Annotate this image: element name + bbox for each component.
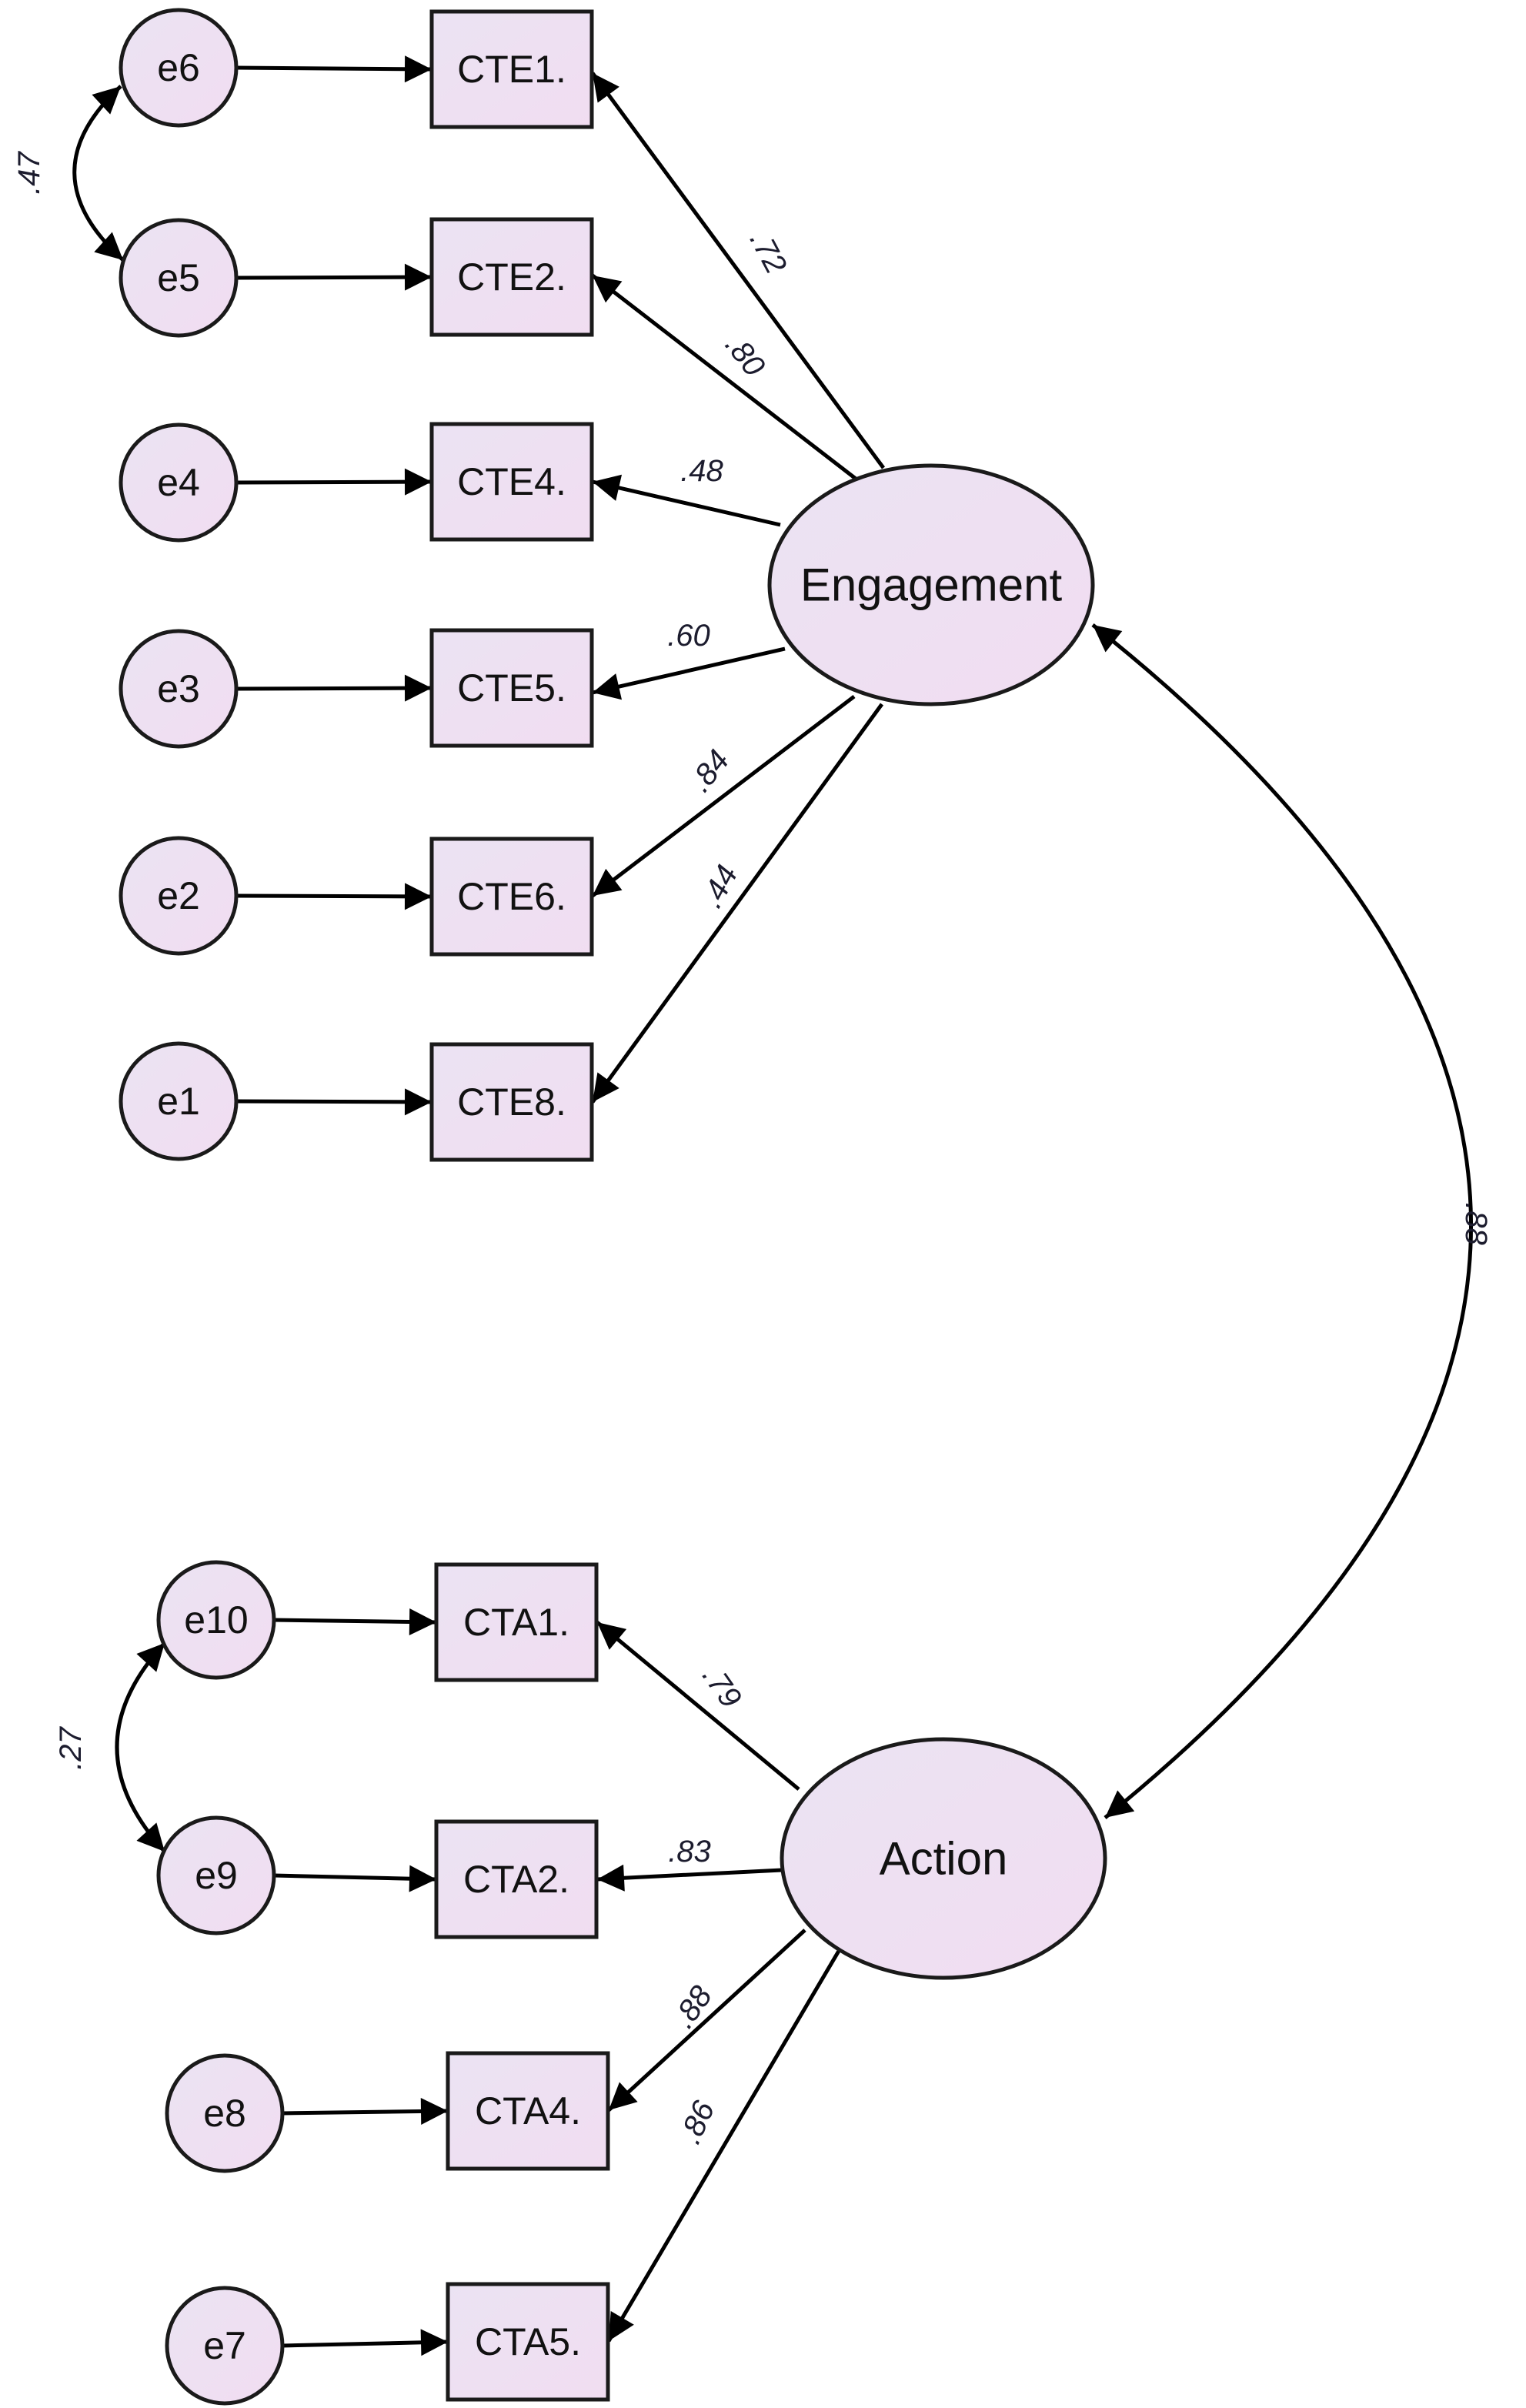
error-label-e7: e7 bbox=[203, 2324, 246, 2367]
loading-label-CTA2: .83 bbox=[668, 1835, 711, 1869]
error-arrow-e7-CTA5 bbox=[282, 2329, 449, 2356]
indicator-node-CTA4 bbox=[446, 2051, 610, 2171]
loading-arrow-CTE1 bbox=[590, 72, 886, 469]
indicator-node-CTE1 bbox=[429, 9, 594, 129]
error-arrow-e3-CTE5 bbox=[235, 674, 432, 702]
indicator-node-CTE6 bbox=[429, 837, 594, 957]
error-label-e8: e8 bbox=[203, 2092, 246, 2135]
covariance-curve-e10-e9 bbox=[115, 1642, 166, 1853]
indicator-label-CTE2: CTE2. bbox=[457, 255, 566, 299]
covariance-curve-e6-e5 bbox=[72, 85, 125, 262]
error-arrow-e5-CTE2 bbox=[235, 263, 432, 291]
loading-arrow-CTE5 bbox=[592, 646, 786, 700]
indicator-label-CTE6: CTE6. bbox=[457, 875, 566, 918]
error-arrow-e6-CTE1 bbox=[235, 55, 432, 83]
error-arrow-e4-CTE4 bbox=[235, 468, 432, 496]
loading-arrow-CTE8 bbox=[590, 703, 884, 1104]
loading-arrow-CTE6 bbox=[591, 695, 856, 897]
loading-label-CTE5: .60 bbox=[667, 619, 710, 653]
loading-label-CTA5: .86 bbox=[673, 2096, 722, 2149]
error-node-e4 bbox=[119, 422, 239, 543]
latent-node-engagement bbox=[767, 463, 1095, 706]
error-arrow-e10-CTA1 bbox=[273, 1608, 437, 1636]
loading-label-CTE1: .72 bbox=[743, 225, 793, 279]
error-label-e5: e5 bbox=[157, 256, 200, 299]
error-arrow-e1-CTE8 bbox=[235, 1088, 432, 1116]
latent-node-action bbox=[780, 1737, 1107, 1980]
indicator-label-CTE5: CTE5. bbox=[457, 666, 566, 710]
loading-label-CTA1: .79 bbox=[696, 1660, 748, 1715]
indicator-label-CTE8: CTE8. bbox=[457, 1080, 566, 1124]
loading-arrow-CTA2 bbox=[596, 1864, 783, 1892]
error-node-e6 bbox=[119, 8, 239, 128]
covariance-label-e6-e5: .47 bbox=[12, 150, 46, 194]
covariance-label-engagement-action: .88 bbox=[1459, 1202, 1493, 1245]
error-node-e1 bbox=[119, 1041, 239, 1161]
nodes-layer: e6 e5 e4 e3 e2 e1 e10 e9 e8 e7 CTE1. CTE2. CTE4. CTE5… bbox=[119, 8, 1107, 2406]
error-node-e3 bbox=[119, 629, 239, 749]
error-node-e10 bbox=[156, 1560, 276, 1680]
latent-label-action: Action bbox=[880, 1833, 1008, 1885]
covariance-label-e10-e9: .27 bbox=[54, 1725, 88, 1769]
error-arrow-e2-CTE6 bbox=[235, 883, 432, 910]
error-label-e6: e6 bbox=[157, 46, 200, 89]
error-node-e7 bbox=[165, 2286, 285, 2406]
indicator-node-CTE4 bbox=[429, 422, 594, 542]
error-node-e5 bbox=[119, 218, 239, 338]
latent-label-engagement: Engagement bbox=[800, 559, 1063, 611]
error-label-e9: e9 bbox=[195, 1854, 238, 1897]
loading-arrow-CTA1 bbox=[596, 1621, 800, 1791]
indicator-node-CTE5 bbox=[429, 628, 594, 748]
indicator-node-CTA1 bbox=[434, 1562, 599, 1682]
indicator-node-CTA2 bbox=[434, 1819, 599, 1939]
error-label-e4: e4 bbox=[157, 461, 200, 504]
indicator-label-CTA2: CTA2. bbox=[463, 1858, 569, 1901]
error-node-e8 bbox=[165, 2053, 285, 2173]
edges-layer bbox=[72, 55, 1473, 2356]
error-node-e9 bbox=[156, 1815, 276, 1935]
error-label-e3: e3 bbox=[157, 667, 200, 710]
indicator-node-CTE2 bbox=[429, 217, 594, 337]
covariance-curve-engagement-action bbox=[1091, 623, 1473, 1819]
indicator-node-CTA5 bbox=[446, 2282, 610, 2402]
error-arrow-e8-CTA4 bbox=[282, 2097, 449, 2125]
error-label-e10: e10 bbox=[184, 1598, 248, 1642]
error-label-e2: e2 bbox=[157, 874, 200, 917]
loading-label-CTA4: .88 bbox=[666, 1979, 719, 2034]
indicator-node-CTE8 bbox=[429, 1042, 594, 1162]
loading-arrow-CTE4 bbox=[592, 474, 781, 527]
indicator-label-CTE4: CTE4. bbox=[457, 460, 566, 503]
error-node-e2 bbox=[119, 836, 239, 956]
indicator-label-CTA1: CTA1. bbox=[463, 1601, 569, 1644]
loading-arrow-CTA5 bbox=[606, 1949, 841, 2343]
loading-label-CTE4: .48 bbox=[680, 454, 723, 488]
loading-arrow-CTE2 bbox=[591, 274, 857, 480]
error-label-e1: e1 bbox=[157, 1080, 200, 1123]
indicator-label-CTE1: CTE1. bbox=[457, 48, 566, 91]
indicator-label-CTA5: CTA5. bbox=[475, 2320, 581, 2363]
loading-arrow-CTA4 bbox=[607, 1929, 806, 2112]
error-arrow-e9-CTA2 bbox=[273, 1865, 437, 1892]
indicator-label-CTA4: CTA4. bbox=[475, 2089, 581, 2132]
loading-label-CTE2: .80 bbox=[719, 329, 772, 383]
